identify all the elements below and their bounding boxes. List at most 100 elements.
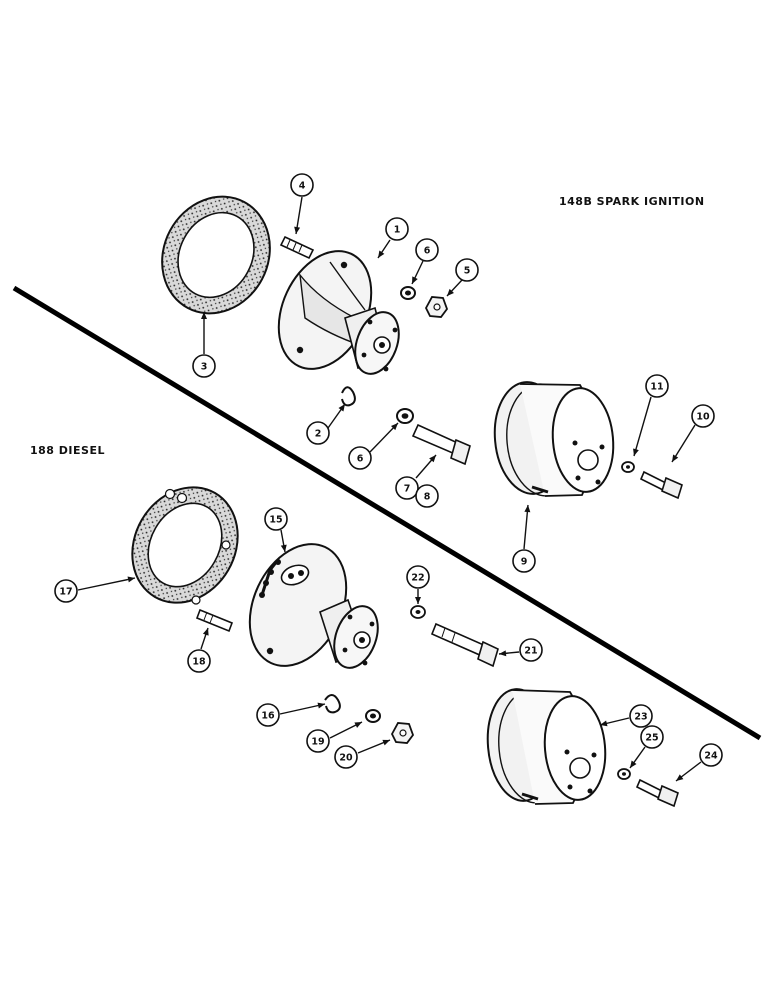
callout-circle-17	[54, 579, 78, 603]
callout-arrowhead-10	[672, 454, 679, 462]
pump-hub-lower	[248, 543, 379, 669]
callout-5: 5	[446, 258, 479, 297]
callout-arrowhead-7	[429, 455, 436, 463]
callout-circle-19	[306, 729, 330, 753]
callout-number-1: 1	[394, 225, 401, 236]
lock-washer-upper-a	[400, 286, 416, 300]
callout-arrowhead-23	[600, 720, 608, 727]
callout-number-19: 19	[311, 737, 324, 748]
callout-number-7: 7	[404, 484, 411, 495]
callout-circle-10	[691, 404, 715, 428]
callout-number-17: 17	[59, 587, 72, 598]
cap-screw-lower	[635, 778, 679, 808]
callout-arrowhead-20	[382, 739, 390, 746]
callout-circle-15	[264, 507, 288, 531]
callout-arrowhead-17	[127, 576, 135, 583]
callout-10: 10	[671, 404, 715, 463]
callout-number-23: 23	[634, 712, 647, 723]
callout-number-5: 5	[464, 266, 471, 277]
callout-18: 18	[187, 627, 211, 673]
callout-number-18: 18	[192, 657, 206, 668]
callout-arrowhead-19	[354, 722, 362, 728]
callout-circle-3	[192, 354, 216, 378]
callout-number-8: 8	[424, 492, 431, 503]
callout-number-15: 15	[269, 515, 282, 526]
callout-8: 8	[415, 484, 439, 508]
callout-circle-21	[519, 638, 543, 662]
callout-circle-9	[512, 549, 536, 573]
callout-11: 11	[633, 374, 669, 457]
callout-arrowhead-4	[294, 226, 301, 234]
callout-3: 3	[192, 312, 216, 378]
callout-number-6: 6	[424, 246, 431, 257]
callout-arrowhead-11	[633, 448, 639, 456]
callout-19: 19	[306, 721, 363, 753]
callout-circle-4	[290, 173, 314, 197]
callout-arrowhead-6	[390, 423, 398, 431]
pump-hub-upper	[277, 250, 400, 375]
callout-arrowhead-9	[524, 505, 531, 513]
callout-circle-24	[699, 743, 723, 767]
washer-25	[617, 768, 631, 780]
callout-arrowhead-16	[317, 702, 325, 709]
callout-25: 25	[629, 725, 664, 769]
lock-washer-upper-b	[396, 408, 414, 424]
callout-20: 20	[334, 739, 391, 769]
callout-circle-25	[640, 725, 664, 749]
callout-leader-11	[633, 396, 652, 457]
callout-number-24: 24	[704, 751, 718, 762]
spark-ignition-section-label: 148B SPARK IGNITION	[559, 195, 705, 208]
cap-screw-upper	[639, 470, 683, 500]
callout-arrowhead-18	[202, 628, 209, 636]
callout-circle-16	[256, 703, 280, 727]
washer-22	[410, 605, 426, 619]
callout-4: 4	[290, 173, 314, 235]
bolt-upper	[411, 423, 471, 466]
callout-arrowhead-1	[378, 250, 385, 258]
callout-number-9: 9	[521, 557, 528, 568]
stud-upper	[279, 235, 315, 260]
callout-number-6: 6	[357, 454, 364, 465]
callout-arrowhead-15	[280, 544, 287, 552]
callout-circle-20	[334, 745, 358, 769]
callout-7: 7	[395, 454, 437, 500]
callout-number-16: 16	[261, 711, 275, 722]
callout-number-22: 22	[411, 573, 424, 584]
callout-arrowhead-5	[447, 288, 454, 296]
callout-2: 2	[306, 403, 346, 445]
callout-circle-22	[406, 565, 430, 589]
callout-circle-5	[455, 258, 479, 282]
callout-arrowhead-3	[201, 312, 207, 319]
callout-number-20: 20	[339, 753, 353, 764]
pulley-upper	[493, 381, 615, 497]
callout-circle-8	[415, 484, 439, 508]
callout-number-11: 11	[650, 382, 663, 393]
callout-1: 1	[377, 217, 409, 259]
callout-leader-17	[77, 577, 136, 591]
callout-number-21: 21	[524, 646, 537, 657]
callout-leader-16	[279, 703, 326, 715]
callout-arrowhead-2	[338, 404, 345, 412]
clip-lower	[324, 694, 341, 714]
nut-lower	[390, 722, 415, 744]
callout-leader-9	[523, 504, 529, 550]
callout-6: 6	[411, 238, 439, 285]
clip-upper	[341, 386, 356, 407]
diesel-section-label: 188 DIESEL	[30, 444, 105, 457]
callout-16: 16	[256, 702, 326, 727]
callout-22: 22	[406, 565, 430, 604]
washer-upper	[621, 461, 635, 473]
callout-number-2: 2	[315, 429, 322, 440]
callout-21: 21	[498, 638, 543, 662]
callout-arrowhead-24	[676, 774, 684, 781]
section-divider-line	[12, 285, 762, 741]
callout-15: 15	[264, 507, 288, 553]
callout-23: 23	[599, 704, 653, 728]
callout-24: 24	[675, 743, 723, 782]
callout-9: 9	[512, 504, 536, 573]
lock-washer-lower	[365, 709, 381, 723]
callout-circle-7	[395, 476, 419, 500]
pulley-lower	[486, 688, 607, 805]
stud-lower	[195, 608, 234, 633]
